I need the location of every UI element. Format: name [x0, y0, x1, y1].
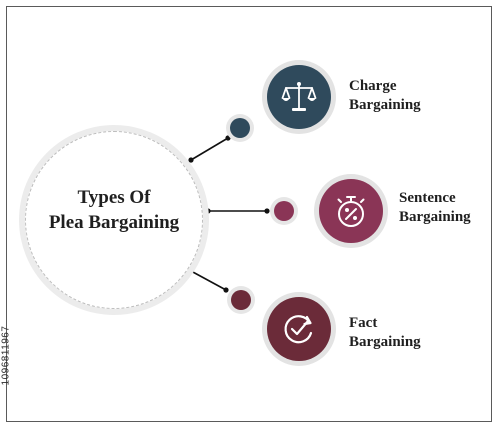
small-dot-fact	[227, 286, 255, 314]
scales-icon	[281, 82, 317, 111]
small-dot-charge	[226, 114, 254, 142]
check-cycle-icon	[284, 315, 313, 344]
label-sentence: Sentence Bargaining	[399, 189, 471, 227]
connector-fact-end	[223, 287, 229, 293]
small-dot-sentence	[270, 197, 298, 225]
label-fact-line2: Bargaining	[349, 334, 421, 350]
item-circle-sentence	[314, 174, 388, 248]
diagram-title: Types Of Plea Bargaining	[25, 185, 203, 235]
label-sentence-line2: Bargaining	[399, 209, 471, 225]
main-circle	[25, 131, 203, 309]
diagram-title-line2: Plea Bargaining	[48, 212, 180, 233]
connector-fact	[190, 270, 227, 291]
item-circle-fact	[262, 292, 336, 366]
label-sentence-line1: Sentence	[399, 190, 456, 206]
label-fact: Fact Bargaining	[349, 314, 421, 352]
label-fact-line1: Fact	[349, 315, 378, 331]
percent-stopwatch-icon	[337, 196, 365, 227]
connector-charge-start	[188, 157, 194, 163]
diagram-title-line1: Types Of	[77, 187, 151, 208]
label-charge-line2: Bargaining	[349, 97, 421, 113]
connector-sentence-end	[264, 208, 270, 214]
item-circle-charge	[262, 60, 336, 134]
connector-charge	[190, 137, 229, 161]
label-charge-line1: Charge	[349, 78, 397, 94]
label-charge: Charge Bargaining	[349, 77, 421, 115]
